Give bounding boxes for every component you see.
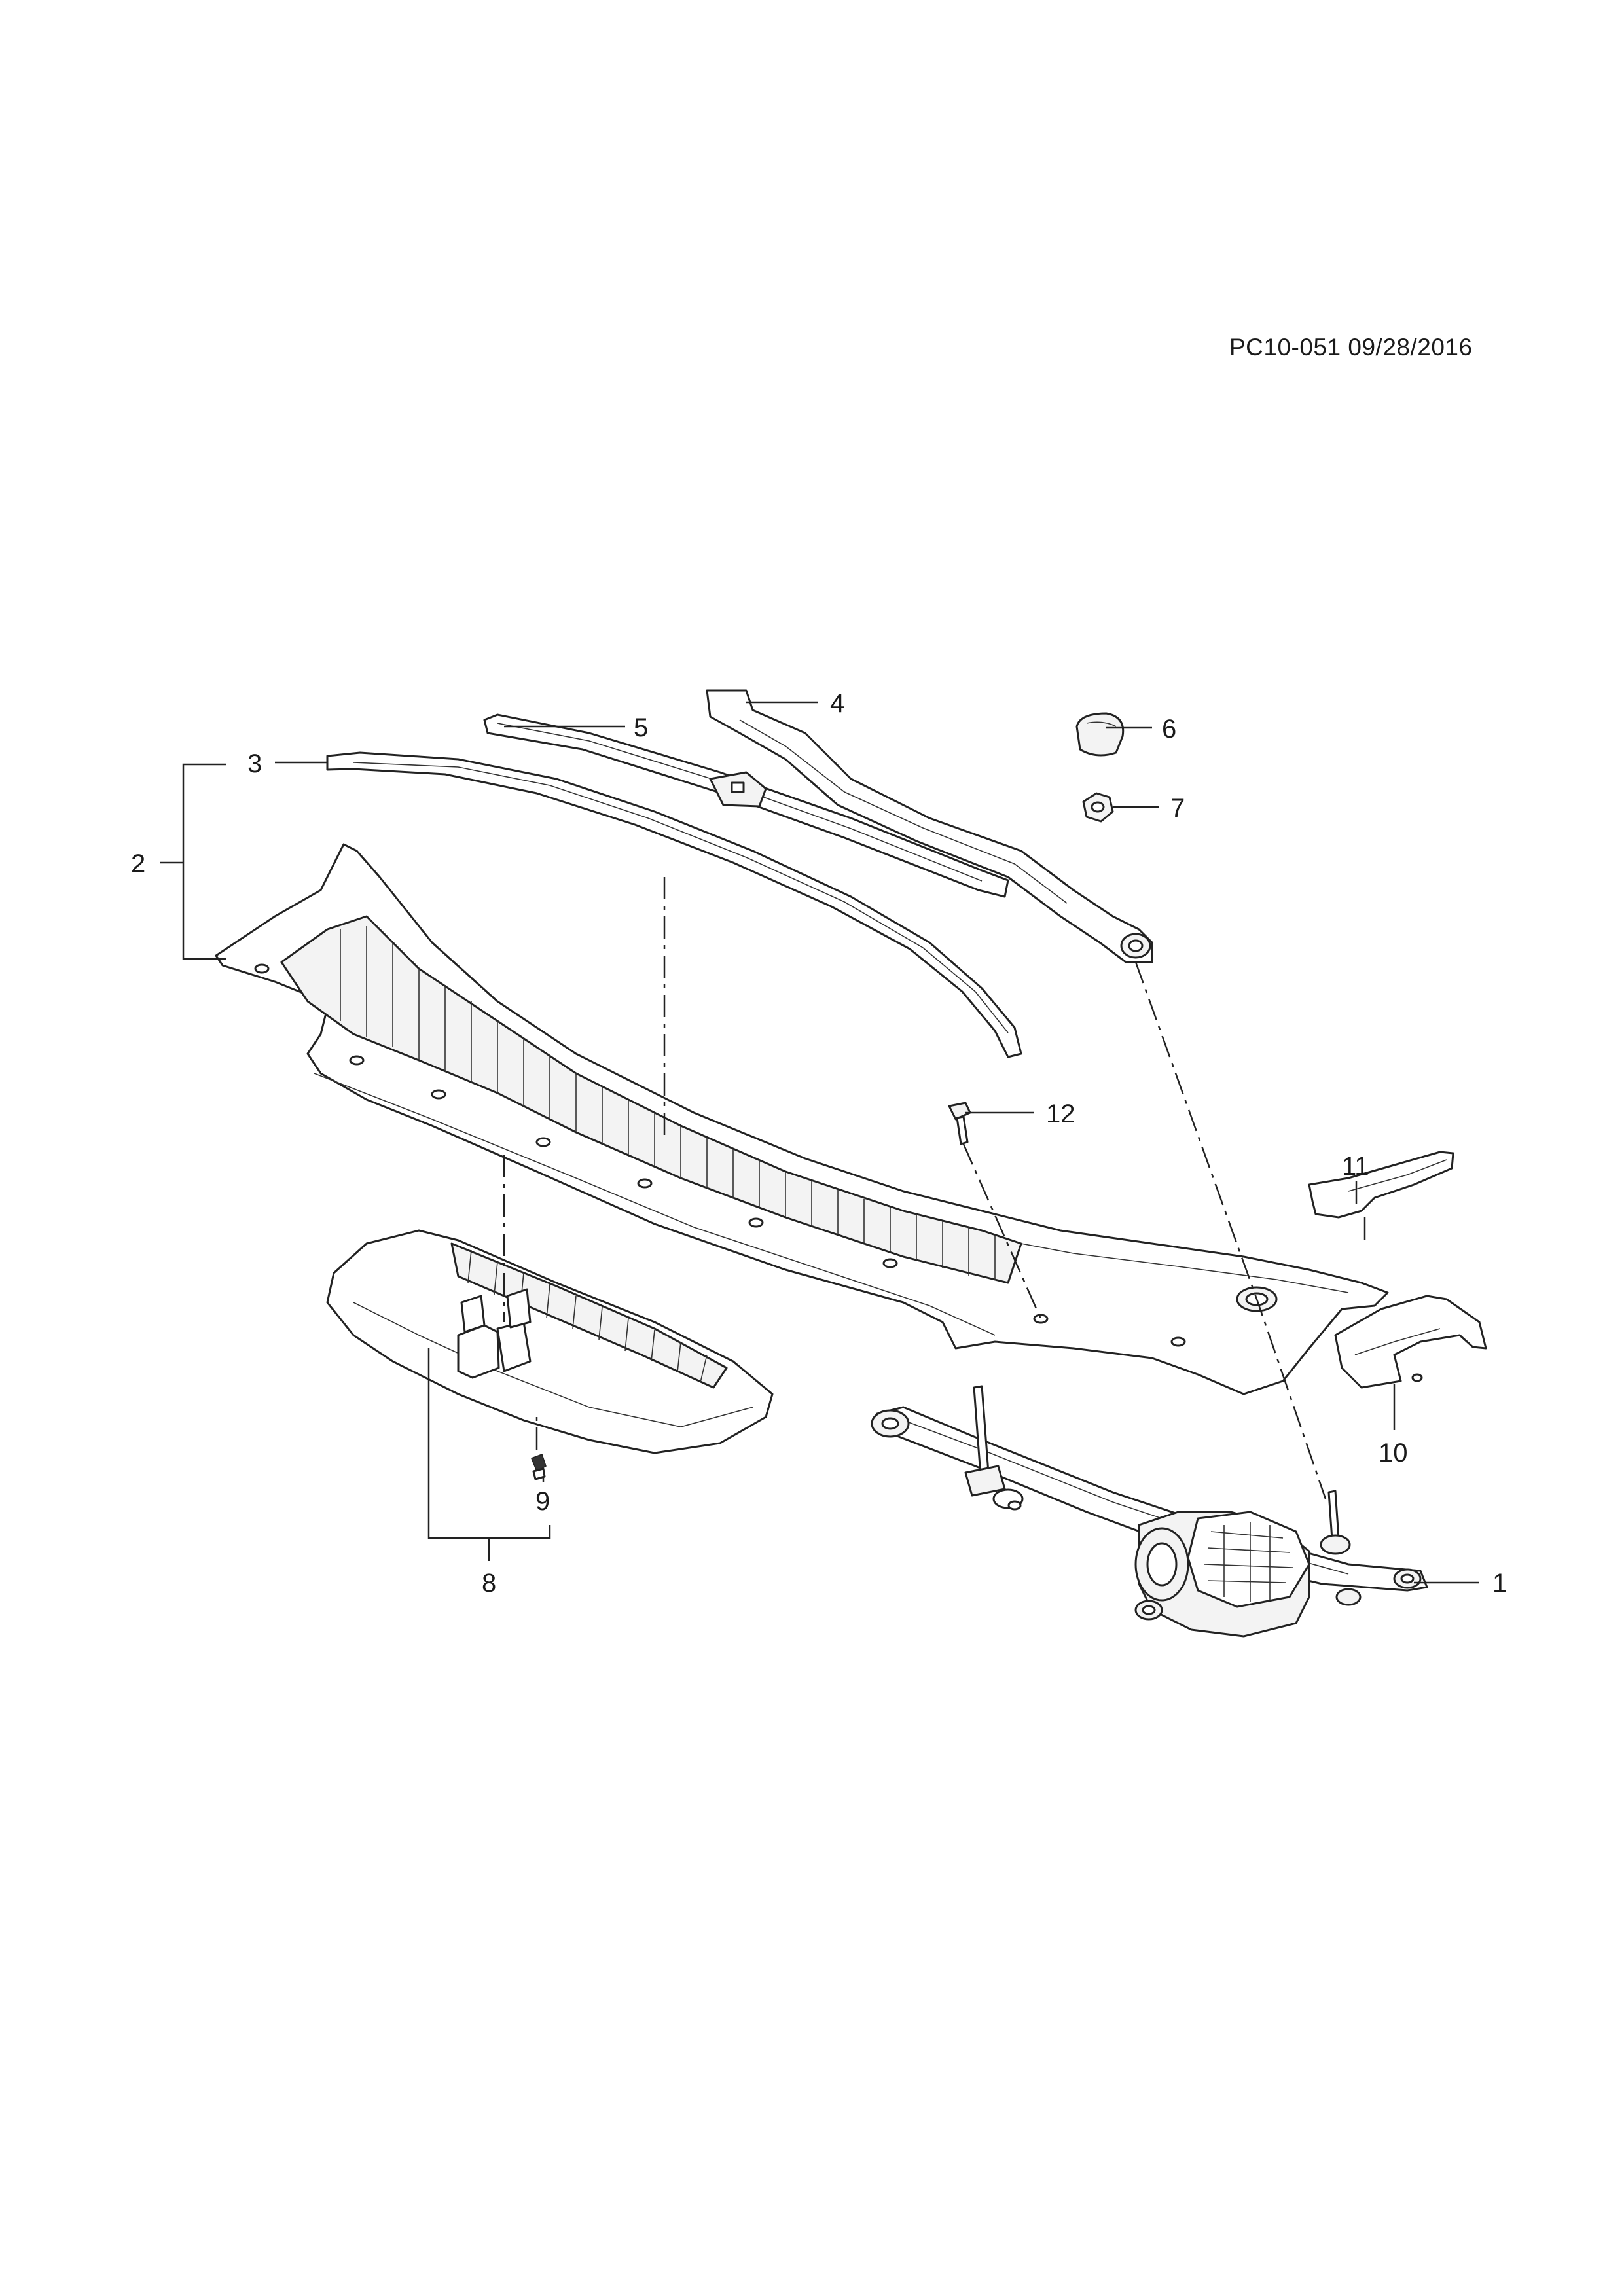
callout-7: 7 [1170,794,1185,823]
nut-cap [1075,712,1125,757]
wiper-blade [483,713,1009,898]
nut [1082,792,1114,823]
screw [948,1102,971,1145]
callout-4: 4 [830,689,844,718]
callout-10: 10 [1379,1439,1408,1467]
document-id: PC10-051 09/28/2016 [1229,334,1473,361]
alignment-lines [503,877,1366,1499]
callout-12: 12 [1046,1100,1075,1128]
callout-5: 5 [634,713,648,742]
callout-1: 1 [1492,1569,1507,1598]
bracket-upper [1308,1151,1454,1219]
callout-6: 6 [1162,715,1176,744]
callout-labels: 1 2 3 4 5 6 7 8 9 10 11 12 [131,689,1507,1598]
callout-8: 8 [482,1569,496,1598]
callout-3: 3 [247,749,262,778]
callout-2: 2 [131,850,145,878]
callout-11: 11 [1342,1152,1369,1181]
bracket-right [1334,1295,1487,1389]
cowl-seal-strip [326,751,1022,1058]
wiper-motor-linkage [871,1385,1428,1638]
clip [531,1454,547,1480]
wiper-arm [706,689,1153,963]
callout-9: 9 [535,1487,550,1516]
cowl-panel [215,843,1389,1395]
cowl-lower-panel [326,1229,774,1454]
leader-lines [160,701,1479,1584]
